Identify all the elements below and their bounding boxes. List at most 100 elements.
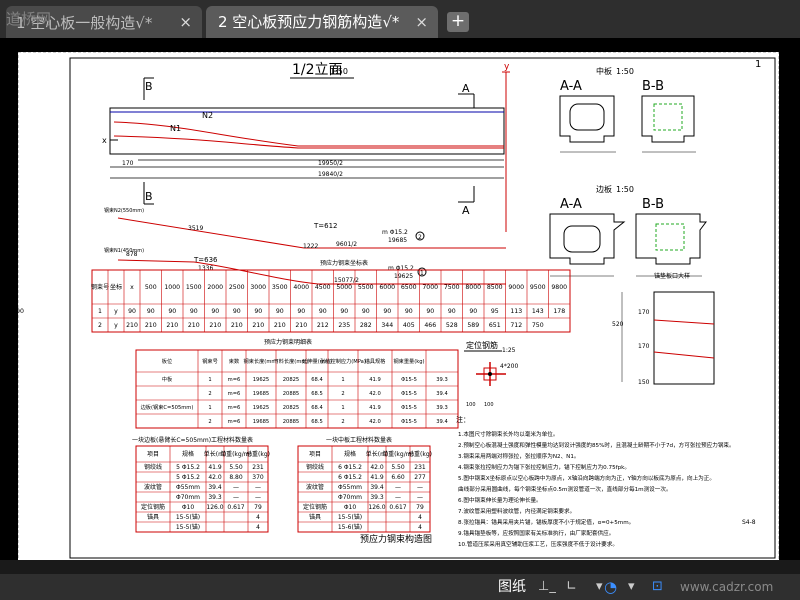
stress-table-cell: 延伸量(mm) [302, 357, 332, 365]
mat-table-edge-border [135, 445, 269, 533]
coord-table-cell: 90 [147, 308, 155, 315]
mat-table-edge-cell: 79 [254, 504, 262, 511]
mat-table2-title: 一块中板工程材料数量表 [326, 436, 392, 444]
dim-19950: 19950/2 [318, 160, 343, 167]
add-tab-button[interactable]: + [447, 12, 469, 32]
half-elevation-title: 1/2立面 [292, 62, 343, 78]
coord-table-cell: 8500 [487, 284, 503, 291]
stress-table-cell: 68.5 [311, 419, 323, 425]
coord-table-cell: 90 [362, 308, 370, 315]
tendon-n2-curve [117, 217, 305, 249]
polar-icon[interactable]: ◔ [604, 578, 618, 596]
stress-table-cell: 束数 [229, 357, 240, 365]
section-scale-1: 1:50 [616, 67, 634, 76]
coord-table-cell: 344 [381, 322, 393, 329]
mat-table-mid-cell: 单重(kg/m) [382, 450, 414, 458]
mat-table-edge-cell: — [255, 494, 261, 501]
mat-table-edge-cell: 总重(kg) [246, 450, 270, 458]
mat-table-edge-cell: 4 [256, 524, 260, 531]
coord-table-cell: 90 [128, 308, 136, 315]
stress-table-cell: 68.4 [311, 377, 323, 383]
dropdown-icon[interactable]: ▾ [628, 579, 635, 594]
mat-table-mid-cell: 6.60 [391, 474, 405, 481]
mat-table-mid-cell: 41.9 [370, 474, 384, 481]
mat-table-edge-cell: 8.80 [229, 474, 243, 481]
mat-table-edge-cell: 126.0 [206, 504, 223, 511]
mat-table-edge-cell: 39.3 [208, 494, 222, 501]
mat-table-mid-cell: 79 [416, 504, 424, 511]
coord-table-cell: 113 [510, 308, 522, 315]
stress-table-cell: Φ15-5 [401, 419, 417, 425]
note-line: 4.钢束张拉控制应力为锚下张拉控制应力，锚下控制应力为0.75fpk。 [458, 463, 630, 471]
snap-icon[interactable]: ⊥_ [538, 579, 556, 594]
stress-table-cell: 41.9 [369, 377, 381, 383]
osnap-icon[interactable]: ⊡ [652, 579, 663, 594]
mat-table-mid-cell: 定位钢筋 [303, 503, 327, 511]
stress-table-cell: 2 [341, 419, 344, 425]
stress-table-cell: 39.4 [436, 419, 448, 425]
coord-table-cell: 235 [338, 322, 350, 329]
tendon2-length: 19685 [388, 237, 407, 244]
coord-table-cell: 6000 [379, 284, 395, 291]
stress-table-cell: 钢束重量(kg) [393, 357, 424, 365]
coord-table-cell: 405 [403, 322, 415, 329]
stress-table-cell: 68.5 [311, 391, 323, 397]
close-icon[interactable]: × [415, 13, 428, 31]
coord-table-cell: 500 [145, 284, 157, 291]
tendon1-t: T=636 [193, 256, 218, 264]
coord-table-cell: 90 [233, 308, 241, 315]
section-scale-2: 1:50 [616, 185, 634, 194]
mat-table-edge-cell: — [233, 494, 239, 501]
coord-table-cell: 466 [424, 322, 436, 329]
mat-table-mid-cell: 总重(kg) [408, 450, 432, 458]
stress-table-cell: 板位 [162, 357, 172, 365]
coord-table-cell: 9800 [551, 284, 567, 291]
coord-table-cell: 210 [274, 322, 286, 329]
mat-table-mid-cell: 231 [414, 464, 426, 471]
coord-table-cell: 4500 [315, 284, 331, 291]
note-line: 1.本图尺寸除钢束长外均以毫米为单位。 [458, 430, 558, 438]
coord-table-cell: 143 [532, 308, 544, 315]
paper-space-label[interactable]: 图纸 [498, 579, 526, 595]
coord-table-cell: x [130, 284, 134, 291]
coord-table-cell: 5500 [358, 284, 374, 291]
cut-a-bottom: A [462, 204, 470, 217]
coord-table-cell: 5000 [336, 284, 352, 291]
coord-table-cell: 210 [209, 322, 221, 329]
tab-general-structure[interactable]: 1 空心板一般构造√* × [6, 6, 202, 38]
ortho-icon[interactable]: ∟ [566, 579, 577, 594]
coord-table-cell: 212 [317, 322, 329, 329]
tab-label: 1 空心板一般构造√* [16, 13, 153, 32]
locate-dim-2: 100 [484, 402, 494, 408]
watermark: www.cadzr.com [680, 580, 774, 594]
tendon-n1-straight [193, 261, 506, 285]
stress-table-cell: 68.4 [311, 405, 323, 411]
coord-table-cell: y [114, 308, 118, 315]
coord-table-cell: 210 [231, 322, 243, 329]
cut-bb-title-1: B-B [642, 79, 664, 94]
stress-table-cell: 张拉控制应力(MPa) [320, 357, 366, 365]
locate-point [488, 372, 492, 376]
dropdown-icon[interactable]: ▾ [596, 579, 603, 594]
tab-prestress-structure[interactable]: 2 空心板预应力钢筋构造√* × [206, 6, 438, 38]
bend-label-n1: 钢束N1(450mm) [104, 247, 144, 254]
sheet-number: S4-8 [742, 519, 756, 526]
stress-table-cell: 1 [341, 405, 344, 411]
mat-table-edge-cell: 41.9 [208, 464, 222, 471]
drawing-canvas[interactable]: 1 1/2立面 1:50 y N2 N1 x 170 19950/2 19840… [0, 38, 800, 574]
notes: 1.本图尺寸除钢束长外均以毫米为单位。2.预制空心板混凝土强度和弹性模量均达到设… [458, 430, 735, 548]
coord-table-cell: 95 [491, 308, 499, 315]
coord-table-cell: 90 [383, 308, 391, 315]
coord-table-cell: 9500 [530, 284, 546, 291]
horizontal-scrollbar[interactable] [0, 560, 800, 574]
mid-board-label: 中板 [596, 66, 612, 76]
close-icon[interactable]: × [179, 13, 192, 31]
coord-table-cell: 210 [295, 322, 307, 329]
mat-table-edge-cell: 15-5(锚) [176, 513, 200, 521]
tendon-n2 [113, 121, 504, 147]
stress-table-cell: 边板(钢束C=505mm) [141, 403, 194, 411]
coord-table-cell: 210 [166, 322, 178, 329]
coord-table-cell: 8000 [465, 284, 481, 291]
stress-table-cell: 下料长度(mm) [274, 357, 309, 365]
coord-table-cell: 90 [319, 308, 327, 315]
